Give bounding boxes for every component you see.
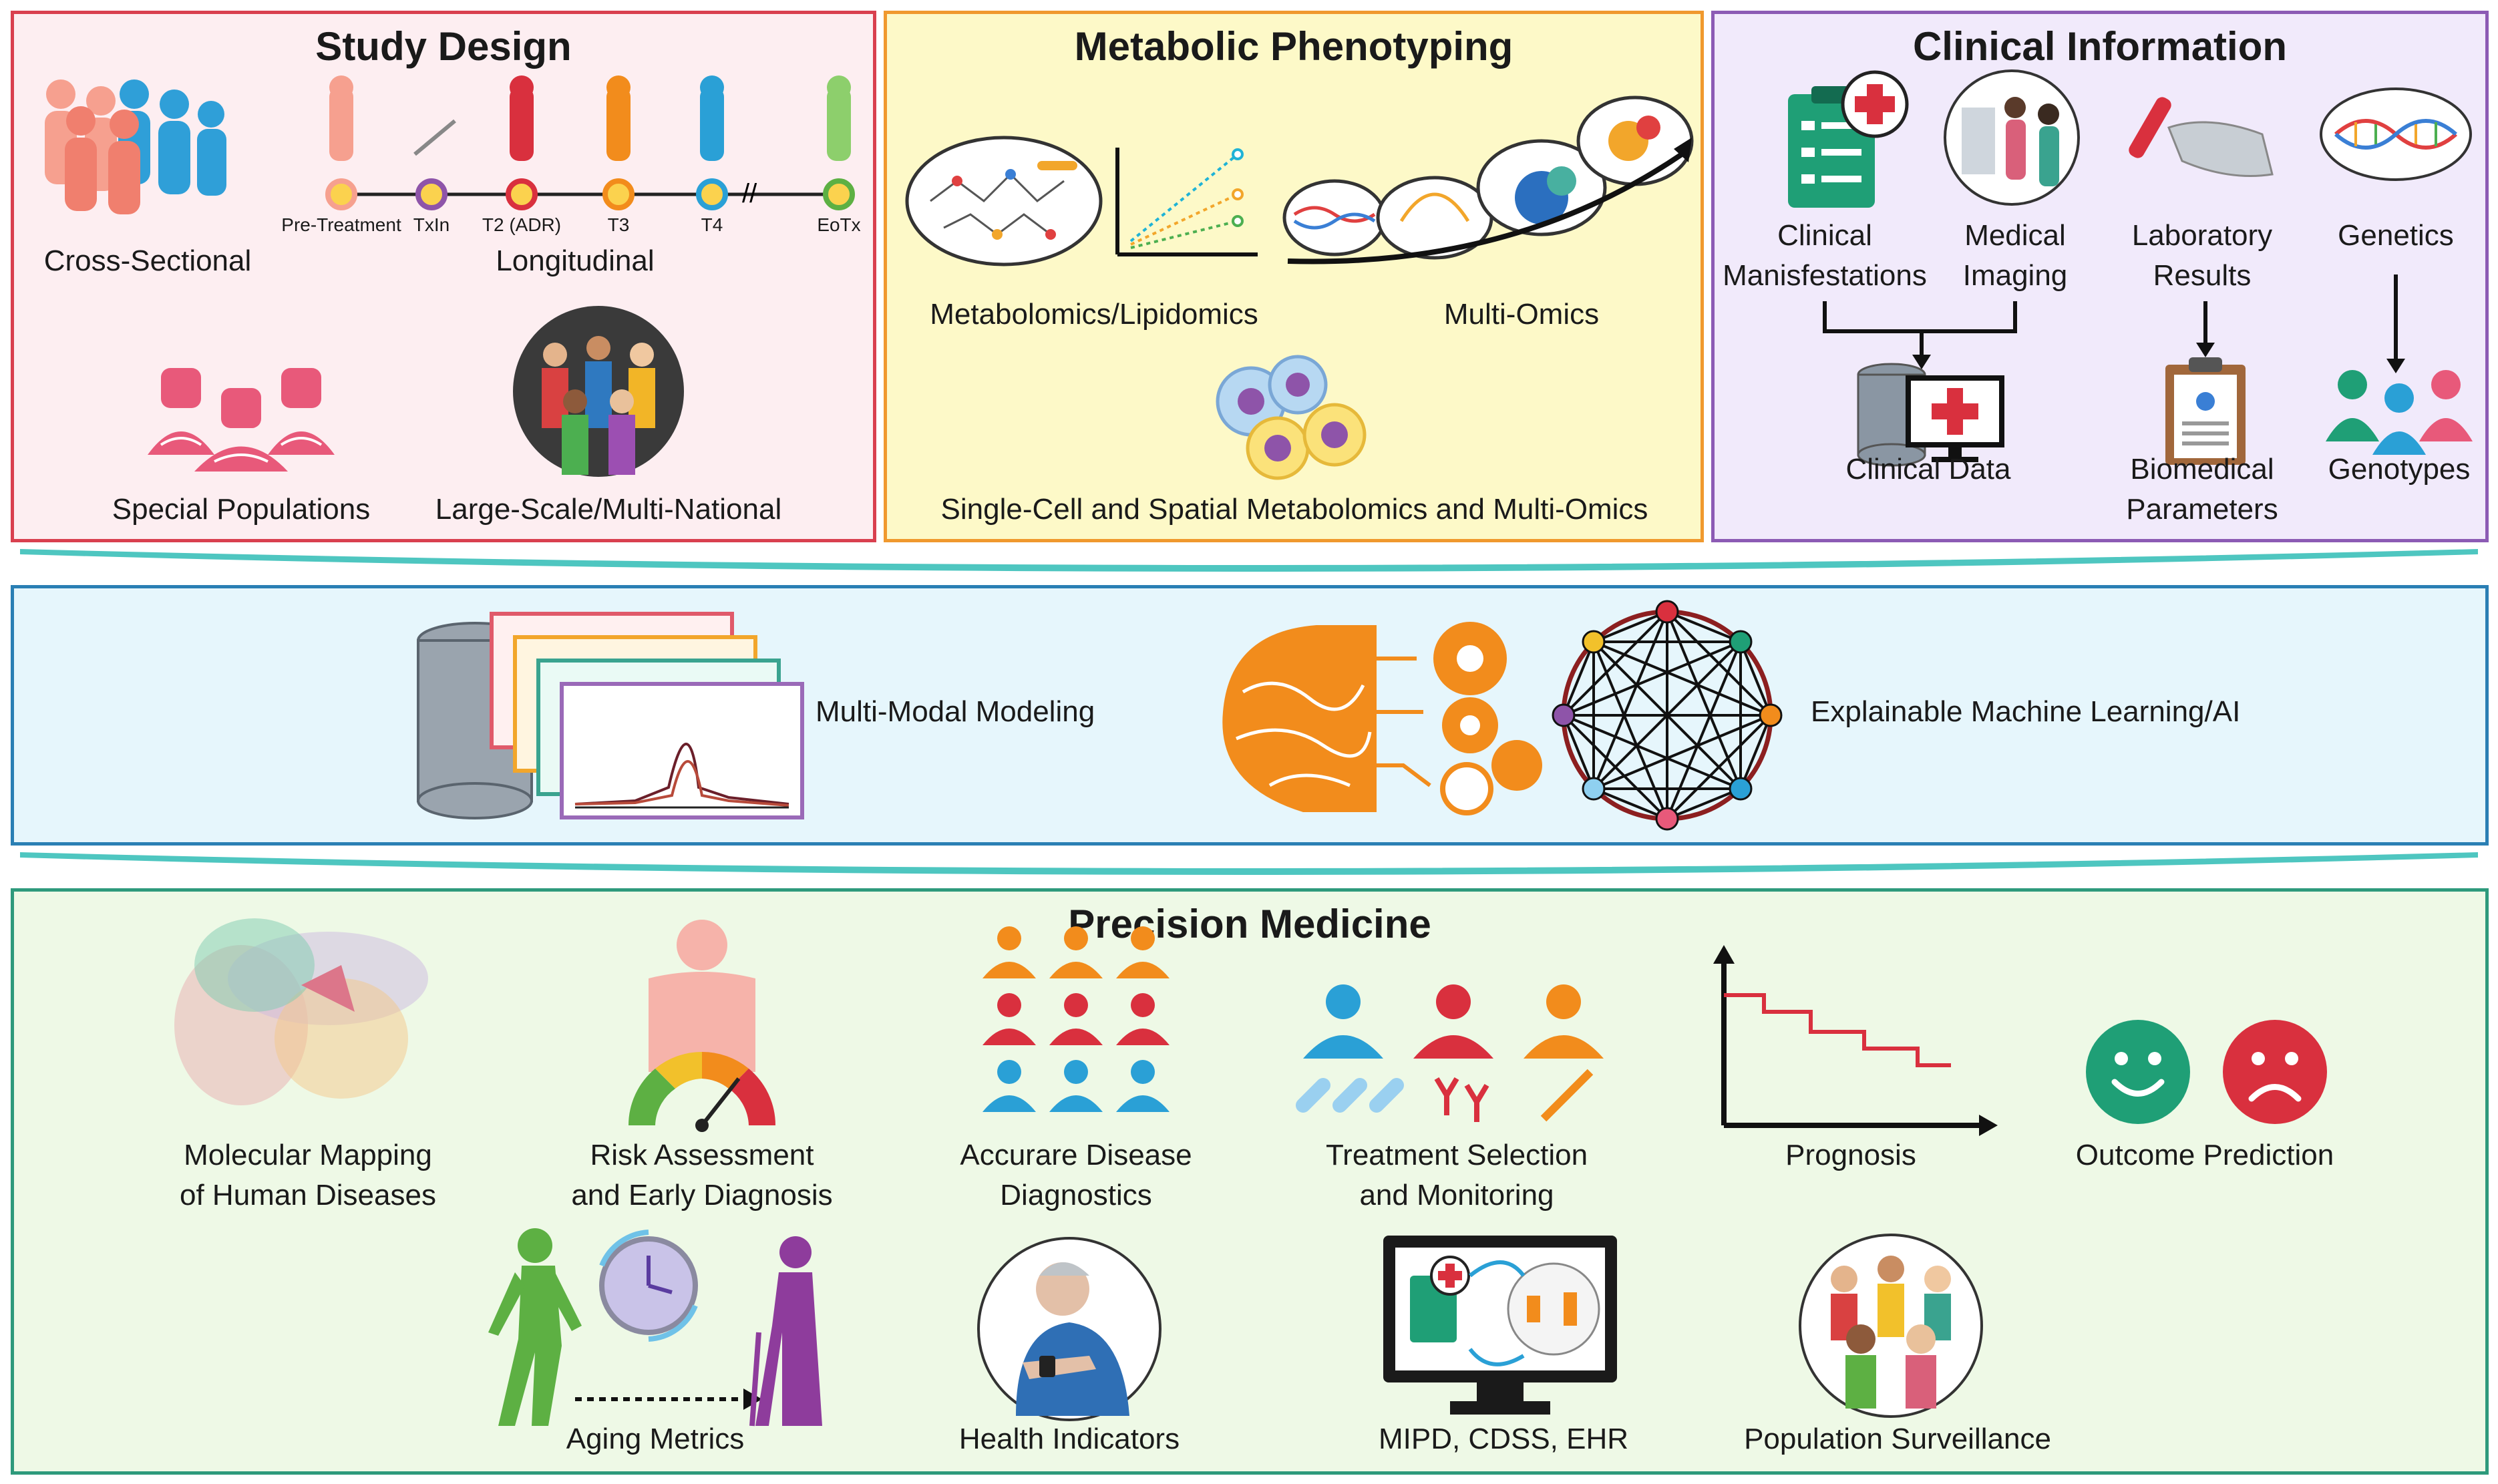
aging-person-icon bbox=[488, 1228, 822, 1427]
clipboard-cross-icon bbox=[1788, 70, 1909, 208]
risk-label-1: Risk Assessment bbox=[590, 1139, 814, 1171]
timeline-t4: T4 bbox=[701, 214, 723, 235]
survival-curve-icon bbox=[1713, 945, 1998, 1136]
risk-gauge-icon bbox=[628, 920, 776, 1132]
medical-imaging-label-2: Imaging bbox=[1962, 259, 2068, 292]
study-design-panel: Study Design Cross-Sectional // bbox=[11, 11, 876, 542]
clock-icon bbox=[599, 1230, 698, 1342]
lab-results-label-2: Results bbox=[2153, 259, 2252, 292]
biomedical-label-1: Biomedical bbox=[2130, 453, 2274, 486]
clinical-data-label: Clinical Data bbox=[1845, 453, 2011, 486]
mipd-label: MIPD, CDSS, EHR bbox=[1378, 1423, 1629, 1455]
population-circle-icon bbox=[1799, 1234, 1983, 1418]
explainable-label: Explainable Machine Learning/AI bbox=[1811, 695, 2241, 728]
metabolic-phenotyping-title: Metabolic Phenotyping bbox=[1074, 24, 1513, 69]
timeline-txin: TxIn bbox=[413, 214, 450, 235]
multi-omics-label: Multi-Omics bbox=[1443, 298, 1600, 331]
timeline-t2: T2 (ADR) bbox=[482, 214, 562, 235]
special-populations-label: Special Populations bbox=[112, 493, 371, 526]
dna-icon bbox=[2320, 87, 2472, 181]
clipboard-icon bbox=[2165, 357, 2246, 465]
metabolic-phenotyping-panel: Metabolic Phenotyping Metabolomics/Lipid… bbox=[884, 11, 1704, 542]
treatment-label-2: and Monitoring bbox=[1359, 1179, 1554, 1212]
risk-label-2: and Early Diagnosis bbox=[571, 1179, 833, 1212]
genotypes-label: Genotypes bbox=[2328, 453, 2471, 486]
molecular-mapping-label-2: of Human Diseases bbox=[180, 1179, 436, 1212]
clinical-information-title: Clinical Information bbox=[1912, 24, 2288, 69]
cells-icon bbox=[1216, 355, 1367, 480]
flow-connector-top bbox=[20, 549, 2478, 572]
diagnostics-label-2: Diagnostics bbox=[1000, 1179, 1152, 1212]
treatment-people-icon bbox=[1296, 984, 1604, 1122]
population-label: Population Surveillance bbox=[1744, 1423, 2051, 1455]
precision-medicine-panel: Precision Medicine Molecular Mapping of … bbox=[11, 888, 2489, 1475]
cross-sectional-label: Cross-Sectional bbox=[43, 244, 252, 277]
sad-face-icon bbox=[2223, 1020, 2327, 1124]
metabolite-network-icon bbox=[905, 136, 1103, 266]
network-graph-icon bbox=[1552, 600, 1783, 831]
timeline-eotx: EoTx bbox=[817, 214, 861, 235]
medical-imaging-label-1: Medical bbox=[1964, 219, 2066, 252]
clinical-manifestations-label-2: Manisfestations bbox=[1723, 259, 1927, 292]
dna-helix-icon bbox=[1282, 96, 1694, 264]
spectra-stack-icon bbox=[417, 612, 804, 819]
biomedical-label-2: Parameters bbox=[2126, 493, 2278, 526]
timeline-t3: T3 bbox=[607, 214, 630, 235]
genetics-label: Genetics bbox=[2338, 219, 2454, 252]
lab-results-label-1: Laboratory bbox=[2131, 219, 2273, 252]
trend-chart-icon bbox=[1115, 148, 1258, 256]
clinical-information-panel: Clinical Information Clinical Manisfesta… bbox=[1711, 11, 2489, 542]
aging-label: Aging Metrics bbox=[566, 1423, 745, 1455]
patient-watch-icon bbox=[977, 1237, 1162, 1421]
scatter-cloud-icon bbox=[174, 918, 428, 1105]
svg-text://: // bbox=[742, 179, 757, 208]
people-crowd-icon bbox=[45, 79, 226, 214]
multimodal-label: Multi-Modal Modeling bbox=[816, 695, 1095, 728]
diagnostics-label-1: Accurare Disease bbox=[960, 1139, 1192, 1171]
crowd-circle-icon bbox=[513, 306, 684, 477]
flow-arrows bbox=[1823, 274, 2405, 373]
health-label: Health Indicators bbox=[958, 1423, 1180, 1455]
dna-group-icon bbox=[148, 368, 335, 472]
single-cell-label: Single-Cell and Spatial Metabolomics and… bbox=[940, 493, 1648, 526]
brain-gears-icon bbox=[1222, 622, 1542, 815]
clinical-manifestations-label-1: Clinical bbox=[1777, 219, 1872, 252]
metabolomics-label: Metabolomics/Lipidomics bbox=[930, 298, 1258, 331]
genotype-people-icon bbox=[2326, 370, 2473, 455]
outcome-label: Outcome Prediction bbox=[2075, 1139, 2334, 1171]
monitor-icon bbox=[1383, 1236, 1617, 1415]
treatment-label-1: Treatment Selection bbox=[1325, 1139, 1588, 1171]
prognosis-label: Prognosis bbox=[1785, 1139, 1916, 1171]
modeling-panel: Multi-Modal Modeling Explainab bbox=[11, 585, 2489, 846]
test-tube-hand-icon bbox=[2129, 97, 2274, 177]
smiley-icon bbox=[2086, 1020, 2190, 1124]
timeline-person-icon: // bbox=[325, 75, 855, 210]
large-scale-label: Large-Scale/Multi-National bbox=[435, 493, 782, 526]
imaging-icon bbox=[1944, 69, 2080, 206]
timeline-pretreatment: Pre-Treatment bbox=[281, 214, 401, 235]
longitudinal-label: Longitudinal bbox=[496, 244, 655, 277]
precision-medicine-title: Precision Medicine bbox=[1068, 902, 1431, 946]
flow-connector-bottom bbox=[20, 852, 2478, 875]
database-monitor-icon bbox=[1857, 363, 2004, 467]
study-design-title: Study Design bbox=[315, 24, 572, 69]
people-grid-icon bbox=[983, 926, 1170, 1112]
molecular-mapping-label-1: Molecular Mapping bbox=[184, 1139, 432, 1171]
